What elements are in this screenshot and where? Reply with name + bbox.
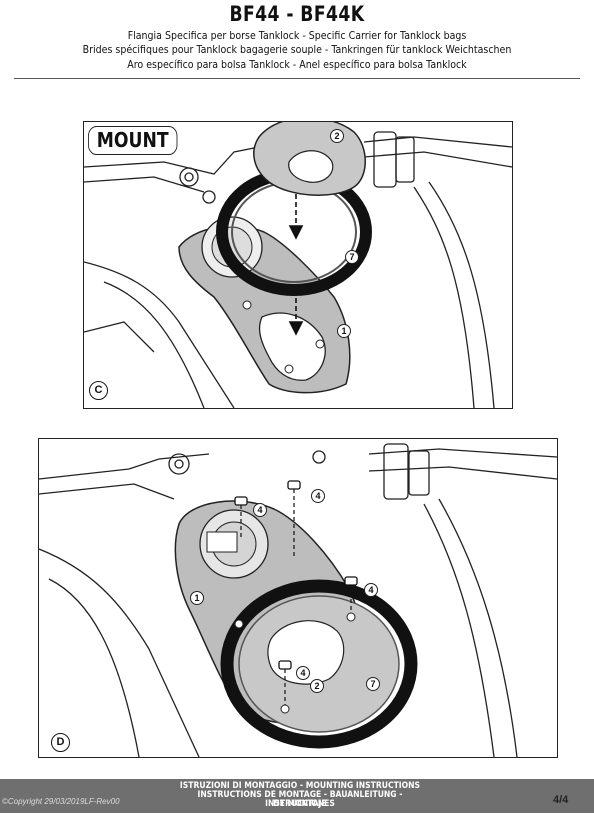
step-c-badge: C: [89, 381, 108, 400]
callout-screw-4-right: 4: [364, 583, 378, 597]
page-title: BF44 - BF44K: [229, 2, 365, 26]
step-d-badge: D: [51, 733, 70, 752]
callout-part-7: 7: [366, 677, 380, 691]
callout-part-1: 1: [190, 591, 204, 605]
copyright-text: ©Copyright 29/03/2019LF-Rev00: [2, 797, 120, 806]
footer-line-1: ISTRUZIONI DI MONTAGGIO - MOUNTING INSTR…: [179, 781, 421, 791]
header-divider: [14, 78, 580, 79]
callout-screw-4-left: 4: [253, 503, 267, 517]
callout-part-2: 2: [310, 679, 324, 693]
callout-screw-4-bottom: 4: [296, 666, 310, 680]
callout-screw-4-top: 4: [311, 489, 325, 503]
subtitle-italian: Flangia Specifica per borse Tanklock - S…: [127, 29, 467, 42]
motorcycle-tank-screws-drawing: [39, 443, 557, 757]
footer-bar: [0, 779, 594, 813]
callout-part-7: 7: [345, 250, 359, 264]
callout-part-2: 2: [330, 129, 344, 143]
footer-line-3: DE MONTAJE: [273, 799, 327, 809]
page-number: 4/4: [553, 794, 569, 806]
callout-part-1: 1: [337, 324, 351, 338]
footer-line-2: INSTRUCTIONS DE MONTAGE - BAUANLEITUNG -…: [197, 790, 403, 809]
mount-label: MOUNT: [88, 126, 178, 155]
motorcycle-tank-mount-drawing: [84, 122, 512, 408]
subtitle-french-german: Brides spécifiques pour Tanklock bagager…: [82, 43, 512, 56]
step-d-illustration: 4 4 4 1 4 2 7 D: [38, 438, 558, 758]
subtitle-spanish-portuguese: Aro específico para bolsa Tanklock - Ane…: [127, 58, 467, 71]
step-c-illustration: MOUNT 2 7 1 C: [83, 121, 513, 409]
